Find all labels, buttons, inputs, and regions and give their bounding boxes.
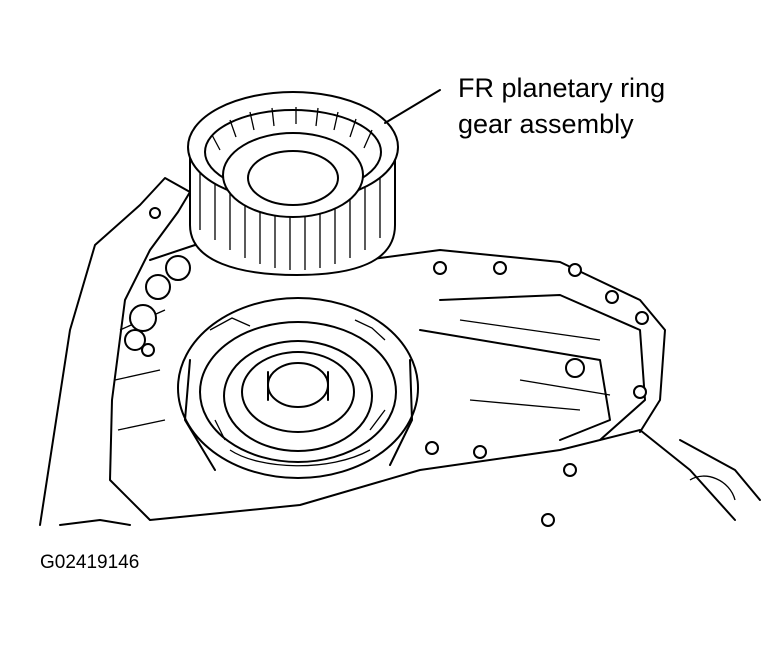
bolt-holes — [124, 207, 649, 527]
callout-line-2: gear assembly — [458, 109, 634, 139]
callout-line-1: FR planetary ring — [458, 73, 666, 103]
ring-gear-assembly — [187, 91, 399, 277]
callout-label: FR planetary ring gear assembly — [458, 70, 665, 142]
planetary-gear-unit — [177, 297, 419, 479]
figure-id-label: G02419146 — [40, 552, 140, 573]
transmission-case — [39, 177, 761, 526]
callout-leader-line — [384, 89, 441, 124]
